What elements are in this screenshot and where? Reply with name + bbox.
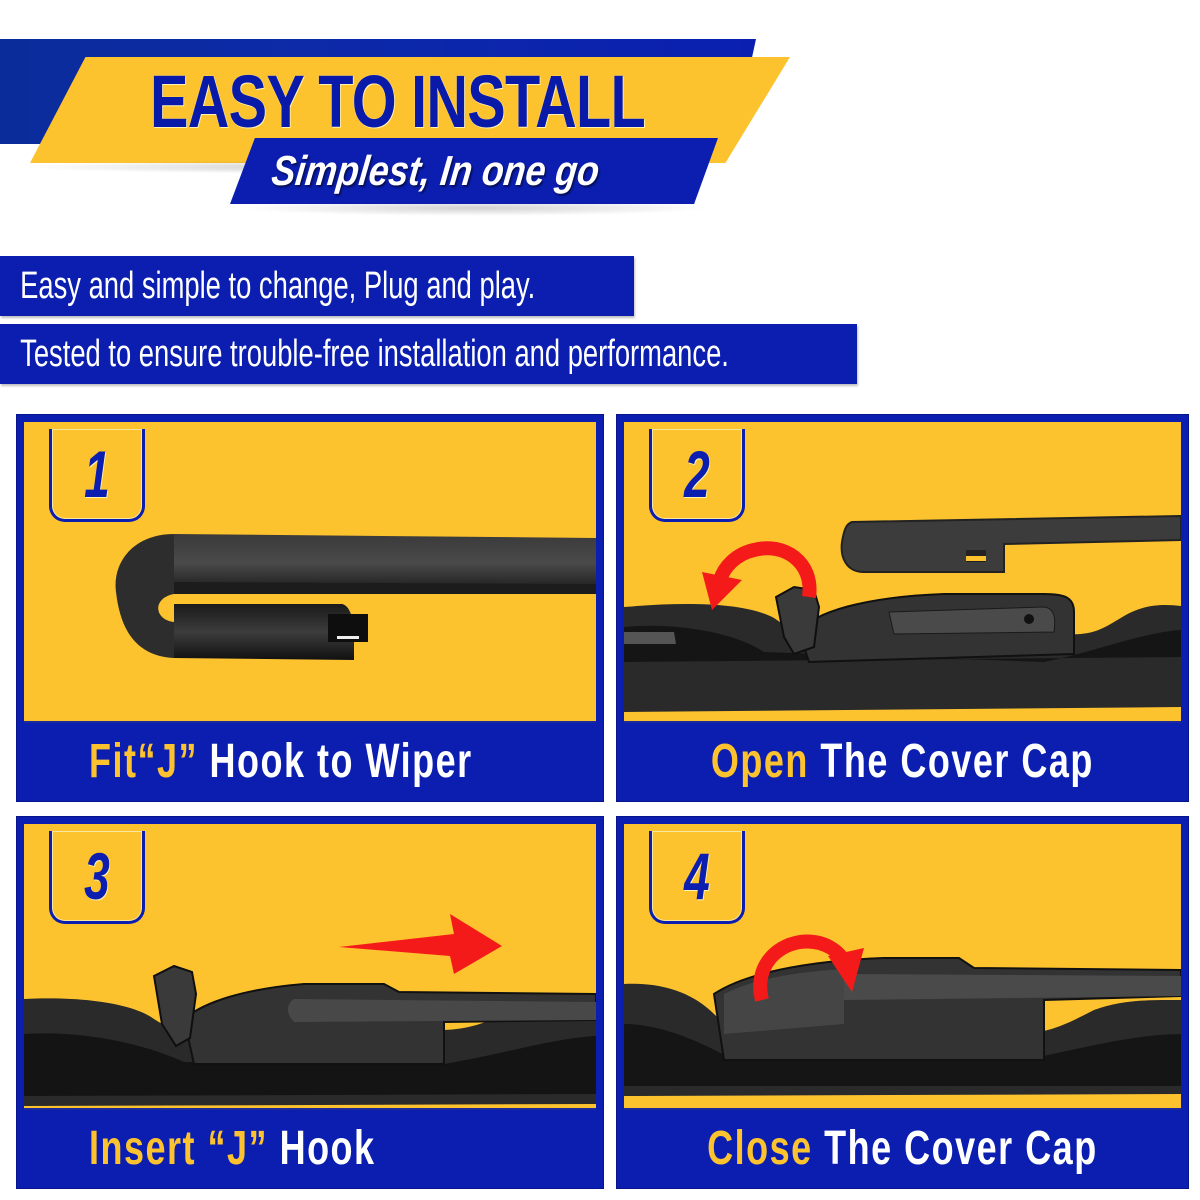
feature-strip: Tested to ensure trouble-free installati… xyxy=(0,324,857,384)
caption-text: The Cover Cap xyxy=(812,1122,1098,1175)
page-subtitle: Simplest, In one go xyxy=(269,147,603,194)
caption-highlight: Open xyxy=(710,735,809,788)
j-hook-inserted-icon xyxy=(24,914,596,1106)
step-caption: Open The Cover Cap xyxy=(617,733,1188,791)
caption-text: Hook to Wiper xyxy=(198,735,473,788)
feature-strip: Easy and simple to change, Plug and play… xyxy=(0,256,634,316)
caption-highlight: Insert “J” xyxy=(89,1122,269,1175)
feature-text: Tested to ensure trouble-free installati… xyxy=(20,333,729,375)
wiper-adapter-cap-open-icon xyxy=(624,514,1181,712)
step-illustration: 4 xyxy=(624,824,1181,1110)
step-illustration: 3 xyxy=(24,824,596,1110)
caption-highlight: Fit“J” xyxy=(89,735,199,788)
j-hook-wiper-arm-icon xyxy=(115,534,596,660)
step-illustration: 2 xyxy=(624,422,1181,723)
step-number-badge: 1 xyxy=(49,429,145,522)
step-number-badge: 2 xyxy=(649,429,745,522)
step-number-badge: 4 xyxy=(649,831,745,924)
step-panel-4: 4 Close The Cover Cap xyxy=(616,816,1189,1189)
subtitle-shadow xyxy=(240,200,710,216)
step-panel-2: 2 Open The Cover Cap xyxy=(616,414,1189,802)
wiper-adapter-cap-closed-icon xyxy=(624,934,1181,1096)
step-caption: Insert “J” Hook xyxy=(17,1120,603,1178)
caption-text: The Cover Cap xyxy=(808,735,1095,788)
step-panel-1: 1 Fit“J” Hook to Wiper xyxy=(16,414,604,802)
feature-text: Easy and simple to change, Plug and play… xyxy=(20,265,536,307)
caption-text: Hook xyxy=(268,1122,376,1175)
step-caption: Fit“J” Hook to Wiper xyxy=(17,733,603,791)
step-panel-3: 3 Insert “J” Hook xyxy=(16,816,604,1189)
page-title: EASY TO INSTALL xyxy=(150,60,646,143)
step-caption: Close The Cover Cap xyxy=(617,1120,1188,1178)
step-number: 3 xyxy=(84,839,110,913)
step-number: 4 xyxy=(684,839,710,913)
subtitle-box xyxy=(230,138,718,204)
caption-highlight: Close xyxy=(707,1122,813,1175)
step-number-badge: 3 xyxy=(49,831,145,924)
step-number: 1 xyxy=(84,437,110,511)
step-illustration: 1 xyxy=(24,422,596,723)
step-number: 2 xyxy=(684,437,710,511)
